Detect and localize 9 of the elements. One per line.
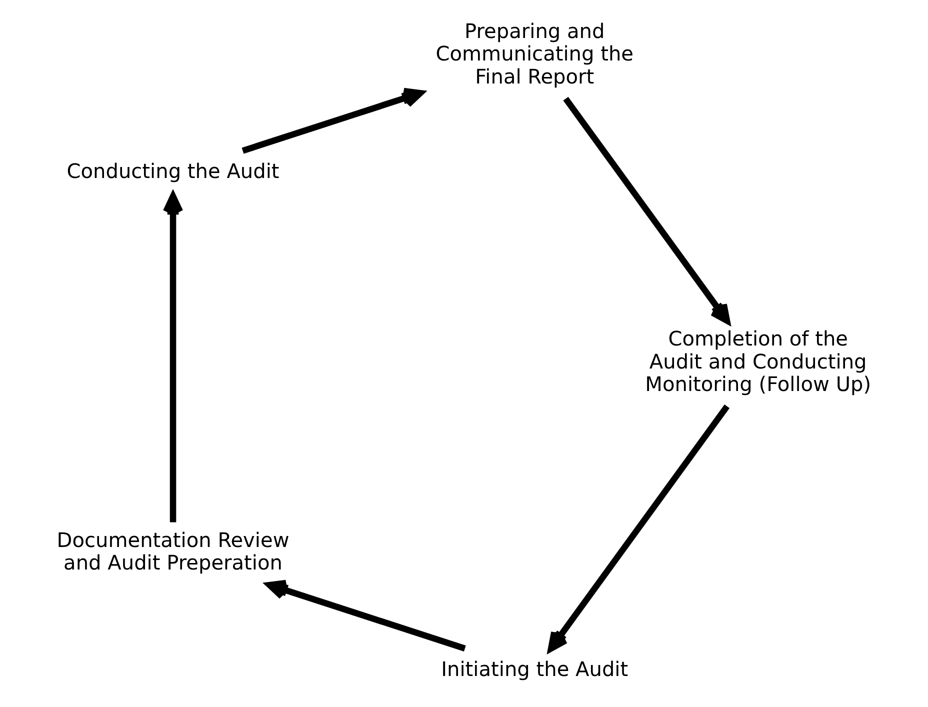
arrow	[266, 580, 466, 652]
arrow	[242, 88, 424, 154]
node-text: Completion of the Audit and Conducting Monitoring (Follow Up)	[645, 326, 872, 396]
arrow	[563, 96, 730, 324]
node-text: Preparing and Communicating the Final Report	[436, 19, 634, 88]
node-text: Documentation Review and Audit Preperation	[56, 528, 290, 575]
arrow	[548, 404, 730, 652]
node-text: Initiating the Audit	[441, 656, 628, 681]
node-text: Conducting the Audit	[66, 159, 280, 184]
